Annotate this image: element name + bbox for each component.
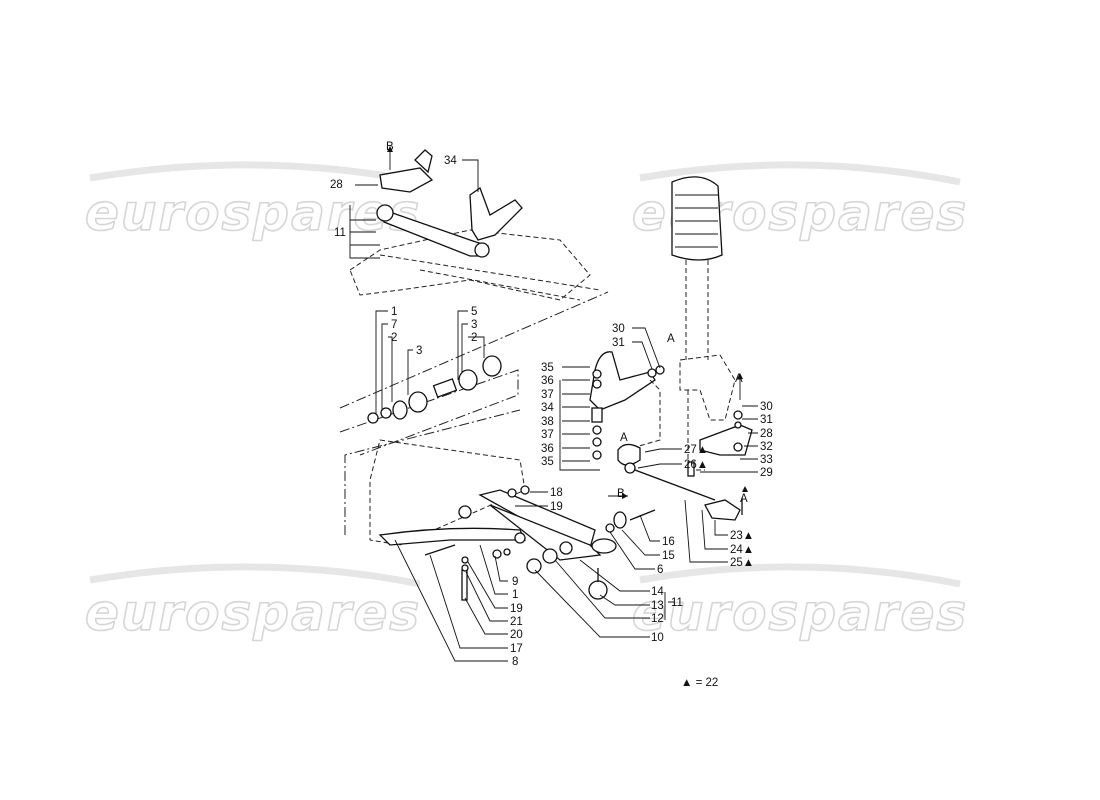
callout: 14 <box>651 586 664 598</box>
callout: 18 <box>550 487 563 499</box>
callout: 34 <box>444 155 457 167</box>
callout: 28 <box>760 428 773 440</box>
callouts: 28 11 34 1 7 2 3 5 3 2 30 31 35 36 37 34… <box>330 155 773 668</box>
callout: 23▲ <box>730 530 754 542</box>
callout: 11 <box>334 227 346 239</box>
lower-arm-assembly <box>344 409 674 662</box>
callout: 34 <box>541 402 554 414</box>
callout: 1 <box>391 306 397 318</box>
ref-B: B <box>386 141 394 153</box>
steering-arm-assembly <box>559 327 716 501</box>
callout: 10 <box>651 632 664 644</box>
callout: 30 <box>760 401 773 413</box>
callout: 2 <box>471 332 477 344</box>
callout: 8 <box>512 656 518 668</box>
callout: 7 <box>391 319 397 331</box>
callout: 1 <box>512 589 518 601</box>
callout: 6 <box>657 564 663 576</box>
callout: 11 <box>671 597 683 609</box>
callout: 28 <box>330 179 343 191</box>
callout: 33 <box>760 454 773 466</box>
callout: 27▲ <box>684 444 708 456</box>
ref-B: B <box>617 488 625 500</box>
callout: 35 <box>541 456 554 468</box>
callout: 3 <box>416 345 422 357</box>
bushing-set <box>339 310 519 456</box>
callout: 15 <box>662 550 675 562</box>
callout: 26▲ <box>684 459 708 471</box>
legend-note: ▲ = 22 <box>681 677 718 689</box>
ref-A: A <box>620 432 628 444</box>
callout: 20 <box>510 629 523 641</box>
callout: 5 <box>471 306 477 318</box>
callout: 29 <box>760 467 773 479</box>
callout: 24▲ <box>730 544 754 556</box>
callout: 36 <box>541 375 554 387</box>
watermark: eurospares <box>632 584 968 642</box>
callout: 30 <box>612 323 625 335</box>
callout: 31 <box>612 337 625 349</box>
callout: 13 <box>651 600 664 612</box>
watermark: eurospares <box>85 584 421 642</box>
ref-A: A <box>667 333 675 345</box>
callout: 38 <box>541 416 554 428</box>
callout: 32 <box>760 441 773 453</box>
callout: 3 <box>471 319 477 331</box>
callout: 37 <box>541 429 554 441</box>
ref-A: A <box>740 493 748 505</box>
watermark: eurospares <box>85 184 421 242</box>
upper-arm-assembly <box>339 146 609 409</box>
ref-A: A <box>735 373 743 385</box>
callout: 35 <box>541 362 554 374</box>
callout: 12 <box>651 613 664 625</box>
callout: 17 <box>510 643 523 655</box>
callout: 37 <box>541 389 554 401</box>
callout: 19 <box>510 603 523 615</box>
strut-assembly <box>671 176 758 563</box>
callout: 2 <box>391 332 397 344</box>
callout: 36 <box>541 443 554 455</box>
callout: 19 <box>550 501 563 513</box>
callout: 16 <box>662 536 675 548</box>
callout: 9 <box>512 576 518 588</box>
callout: 25▲ <box>730 557 754 569</box>
callout: 31 <box>760 414 773 426</box>
callout: 21 <box>510 616 523 628</box>
